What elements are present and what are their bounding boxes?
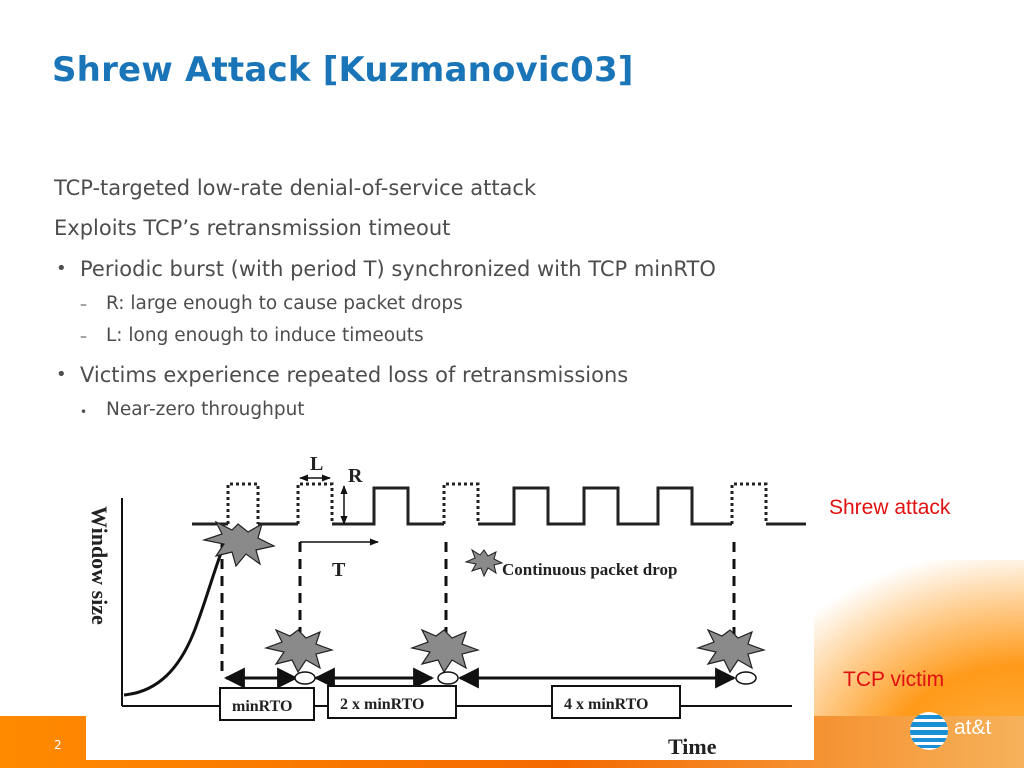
- window-size-curve: [123, 539, 228, 697]
- subbullet-r: – R: large enough to cause packet drops: [54, 290, 954, 318]
- slide-title: Shrew Attack [Kuzmanovic03]: [52, 50, 634, 90]
- bullet-text: Victims experience repeated loss of retr…: [80, 363, 629, 387]
- drop-burst-icon: [695, 628, 767, 674]
- attack-pulses-dotted: [226, 482, 768, 524]
- drop-burst-icon: [201, 520, 276, 568]
- 4x-minrto-box-label: 4 x minRTO: [564, 696, 649, 713]
- label-l: L: [310, 453, 323, 475]
- small-bullet-marker: •: [80, 405, 88, 419]
- bullet-periodic-burst: • Periodic burst (with period T) synchro…: [54, 254, 954, 284]
- bullet-exploits-rto: Exploits TCP’s retransmission timeout: [54, 216, 451, 240]
- bullet-victims: • Victims experience repeated loss of re…: [54, 360, 954, 390]
- shrew-attack-diagram: L R T Continuous packet drop: [86, 446, 814, 760]
- 2x-minrto-box: [327, 685, 457, 719]
- 2x-minrto-box-label: 2 x minRTO: [340, 696, 425, 713]
- 4x-minrto-box: [551, 685, 681, 719]
- subbullet-l: – L: long enough to induce timeouts: [54, 322, 954, 350]
- att-globe-icon: [910, 712, 948, 750]
- minrto-box-label: minRTO: [232, 698, 293, 715]
- retransmit-marker: [294, 671, 316, 685]
- dash-marker: –: [80, 329, 87, 345]
- att-logo: at&t: [906, 706, 1016, 754]
- subbullet-text: L: long enough to induce timeouts: [106, 325, 424, 346]
- tcp-victim-label: TCP victim: [843, 668, 945, 691]
- subbullet-text: R: large enough to cause packet drops: [106, 293, 463, 314]
- y-axis-label: Window size: [87, 506, 112, 625]
- minrto-box: [219, 687, 315, 721]
- retransmit-marker: [735, 671, 757, 685]
- legend-burst-icon: [464, 548, 504, 578]
- shrew-attack-label: Shrew attack: [829, 496, 951, 519]
- retransmit-marker: [437, 671, 459, 685]
- bullet-low-rate-dos: TCP-targeted low-rate denial-of-service …: [54, 176, 537, 200]
- bullet-marker: •: [56, 364, 67, 385]
- bullet-list: TCP-targeted low-rate denial-of-service …: [54, 172, 954, 428]
- drop-burst-icon: [263, 628, 335, 674]
- subbullet-text: Near-zero throughput: [106, 399, 305, 420]
- page-number: 2: [54, 738, 62, 752]
- label-t: T: [332, 559, 346, 581]
- bullet-marker: •: [56, 258, 67, 279]
- dash-marker: –: [80, 297, 87, 313]
- drop-burst-icon: [409, 628, 481, 674]
- x-axis-label: Time: [668, 734, 717, 759]
- attack-signal-solid: [192, 486, 806, 526]
- subbullet-throughput: • Near-zero throughput: [54, 396, 954, 424]
- label-r: R: [348, 465, 363, 487]
- att-logo-text: at&t: [954, 716, 992, 739]
- bullet-text: Periodic burst (with period T) synchroni…: [80, 257, 716, 281]
- continuous-drop-label: Continuous packet drop: [502, 560, 677, 579]
